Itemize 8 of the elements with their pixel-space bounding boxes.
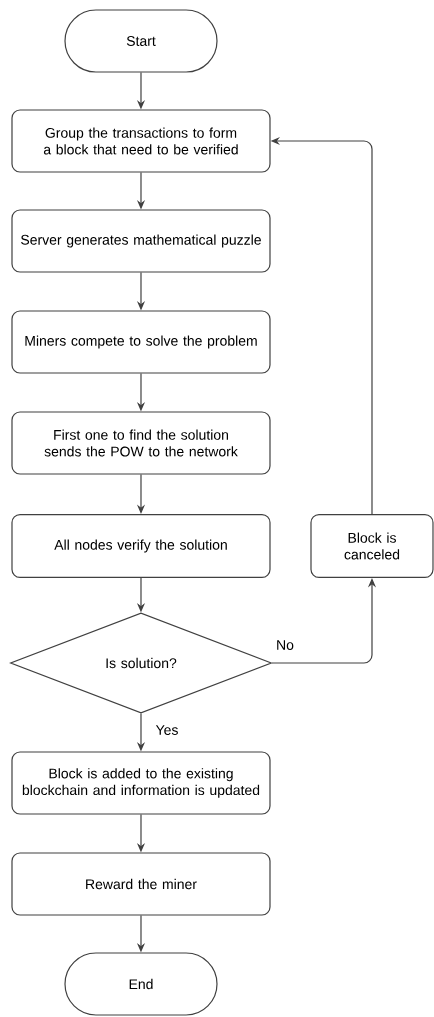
process-box: All nodes verify the solution [11, 513, 271, 579]
process-box: Group the transactions to form a block that need to be verified [11, 109, 271, 173]
process-box: Block is canceled [310, 513, 434, 579]
process-box: Reward the miner [11, 852, 271, 916]
process-box: Server generates mathematical puzzle [11, 209, 271, 273]
process-box: Block is added to the existing blockchain and information is updated [11, 751, 271, 815]
process-box: First one to find the solution sends the POW to the network [11, 411, 271, 475]
process-box: Miners compete to solve the problem [11, 310, 271, 374]
